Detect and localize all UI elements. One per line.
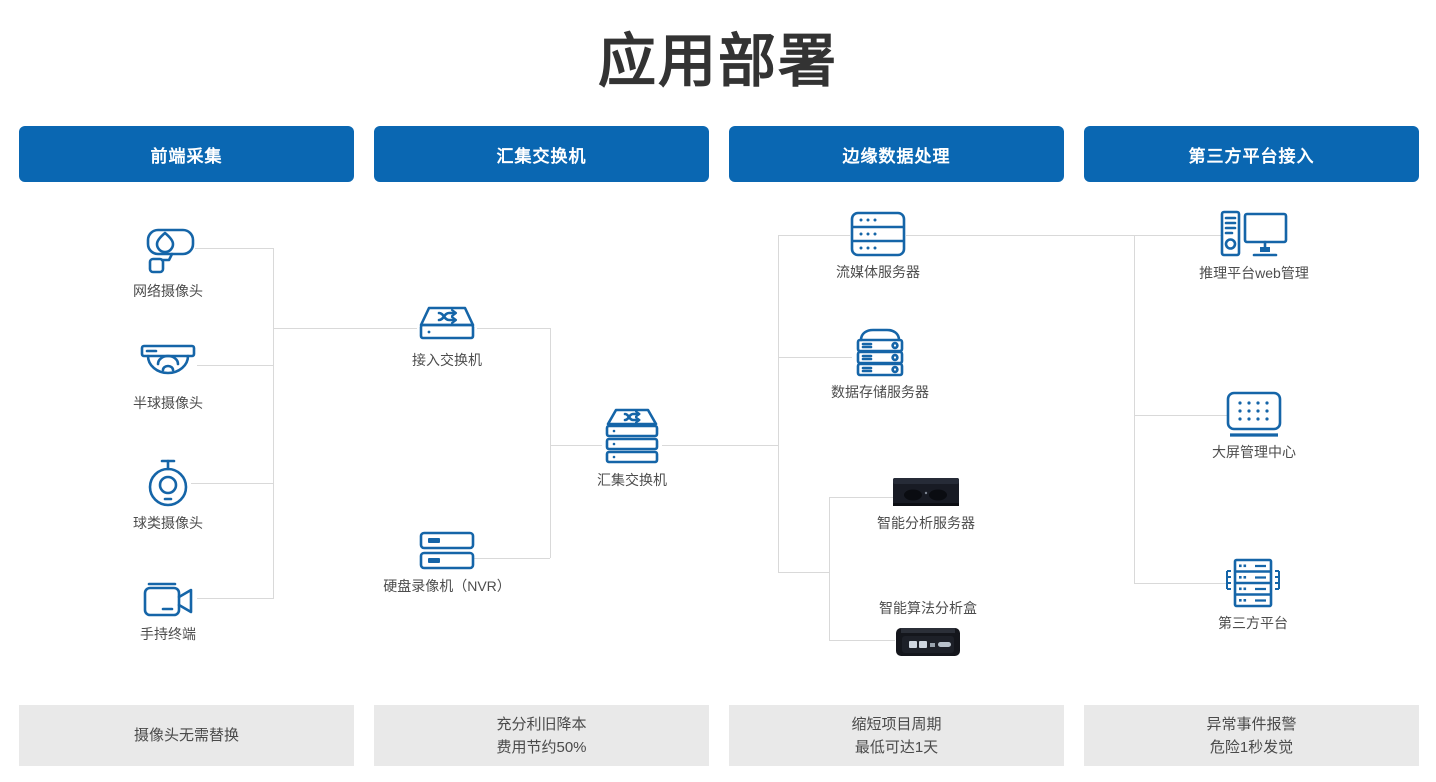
big-screen-icon [1226,391,1282,437]
caption-third-party-access: 异常事件报警 危险1秒发觉 [1084,705,1419,766]
access-switch-icon [416,305,478,345]
connector-line [477,328,550,329]
connector-line [273,248,274,599]
algorithm-box-photo [895,626,961,658]
node-storage-server: 数据存储服务器 [785,327,975,402]
caption-line: 摄像头无需替换 [133,727,239,744]
node-label: 球类摄像头 [133,515,203,531]
connector-line [195,248,273,249]
node-web-management: 推理平台web管理 [1159,210,1349,283]
connector-line [778,235,779,572]
caption-frontend-capture: 摄像头无需替换 [19,705,354,766]
node-handheld-terminal: 手持终端 [73,581,263,644]
node-label: 智能分析服务器 [877,515,975,531]
connector-line [829,497,893,498]
node-streaming-server: 流媒体服务器 [783,211,973,282]
node-analysis-server: 智能分析服务器 [831,476,1021,533]
column-header-aggregation-switch: 汇集交换机 [374,126,709,182]
node-label: 数据存储服务器 [831,384,929,400]
connector-line [1134,235,1135,583]
connector-line [550,445,602,446]
caption-line: 异常事件报警 [1206,715,1297,733]
node-label: 半球摄像头 [133,395,203,411]
connector-line [550,328,551,558]
node-aggregation-switch: 汇集交换机 [537,407,727,490]
caption-line: 危险1秒发觉 [1209,738,1294,756]
node-big-screen-center: 大屏管理中心 [1159,391,1349,462]
caption-line: 缩短项目周期 [851,715,942,733]
connector-line [778,235,850,236]
caption-edge-processing: 缩短项目周期 最低可达1天 [729,705,1064,766]
connector-line [778,357,852,358]
connector-line [906,235,1222,236]
ball-camera-icon [145,458,191,508]
streaming-server-icon [850,211,906,257]
connector-line [778,572,829,573]
node-label: 推理平台web管理 [1199,265,1309,281]
node-label: 手持终端 [140,626,196,642]
caption-line: 充分利旧降本 [496,715,587,733]
node-label: 大屏管理中心 [1212,444,1296,460]
node-label: 硬盘录像机（NVR） [383,578,511,594]
storage-server-icon [851,327,909,377]
node-network-camera: 网络摄像头 [73,226,263,301]
node-nvr: 硬盘录像机（NVR） [352,531,542,596]
analysis-server-photo [892,476,960,508]
connector-line [662,445,778,446]
node-label: 网络摄像头 [133,283,203,299]
column-header-third-party-access: 第三方平台接入 [1084,126,1419,182]
aggregation-switch-icon [601,407,663,465]
node-label: 接入交换机 [412,352,482,368]
node-label: 汇集交换机 [597,472,667,488]
handheld-terminal-icon [141,581,195,619]
node-dome-camera: 半球摄像头 [73,344,263,413]
connector-line [191,483,273,484]
column-header-frontend-capture: 前端采集 [19,126,354,182]
nvr-icon [419,531,475,571]
connector-line [197,598,273,599]
column-header-edge-processing: 边缘数据处理 [729,126,1064,182]
node-label: 智能算法分析盒 [879,600,977,616]
caption-aggregation-switch: 充分利旧降本 费用节约50% [374,705,709,766]
connector-line [474,558,550,559]
bullet-camera-icon [139,226,197,276]
third-party-platform-icon [1224,558,1282,608]
connector-line [829,497,830,640]
web-management-icon [1220,210,1288,258]
caption-line: 费用节约50% [496,738,587,756]
connector-line [829,640,895,641]
connector-line [197,365,273,366]
node-ball-camera: 球类摄像头 [73,458,263,533]
connector-line [1134,415,1228,416]
node-algorithm-box: 智能算法分析盒 [833,598,1023,658]
node-third-party-platform: 第三方平台 [1158,558,1348,633]
node-label: 流媒体服务器 [836,264,920,280]
caption-line: 最低可达1天 [854,738,939,756]
page-title: 应用部署 [597,29,838,94]
connector-line [273,328,417,329]
dome-camera-icon [140,344,196,388]
connector-line [1134,583,1226,584]
node-access-switch: 接入交换机 [352,305,542,370]
node-label: 第三方平台 [1218,615,1288,631]
